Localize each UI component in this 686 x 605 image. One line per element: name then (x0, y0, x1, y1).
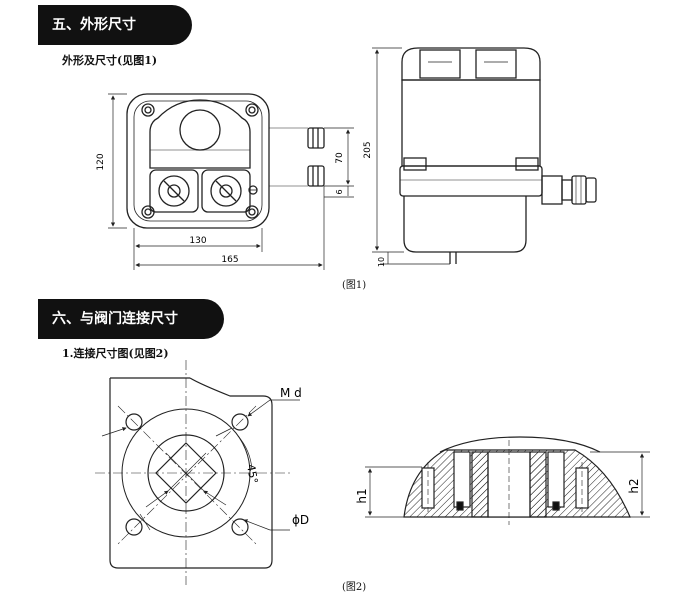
angle-45-label: 45° (244, 463, 260, 484)
dim-6-label: 6 (335, 189, 344, 194)
fig2-section-dimensions (365, 451, 650, 518)
section-6-heading: 六、与阀门连接尺寸 (38, 299, 224, 339)
dim-70-label: 70 (335, 152, 345, 164)
dim-130-label: 130 (189, 236, 206, 246)
figure-2-caption: (图2) (342, 582, 367, 593)
figure-1-caption: (图1) (342, 280, 367, 291)
fig1-front-view (126, 93, 325, 229)
dim-10-label: 10 (377, 257, 386, 267)
fig2-section-view (403, 436, 631, 518)
figure-2-subtitle: 1.连接尺寸图(见图2) (62, 347, 169, 360)
dim-205-label: 205 (363, 141, 373, 158)
figure-1-subtitle: 外形及尺寸(见图1) (62, 54, 158, 67)
fig1-dimension-lines (108, 93, 354, 270)
dim-165-label: 165 (221, 255, 238, 265)
fig2-section-centerlines (427, 440, 583, 525)
h2-label: h2 (627, 478, 641, 493)
section-5-heading: 五、外形尺寸 (38, 5, 192, 45)
h1-label: h1 (355, 488, 369, 503)
fig2-centerlines (95, 360, 290, 585)
fig2-leaders (101, 399, 300, 531)
fig1-side-dimension-lines (372, 47, 450, 265)
dim-120-label: 120 (96, 153, 106, 170)
md-label: M d (280, 386, 302, 400)
phi-d-label: ϕD (292, 513, 309, 527)
fig1-side-view (399, 47, 597, 264)
